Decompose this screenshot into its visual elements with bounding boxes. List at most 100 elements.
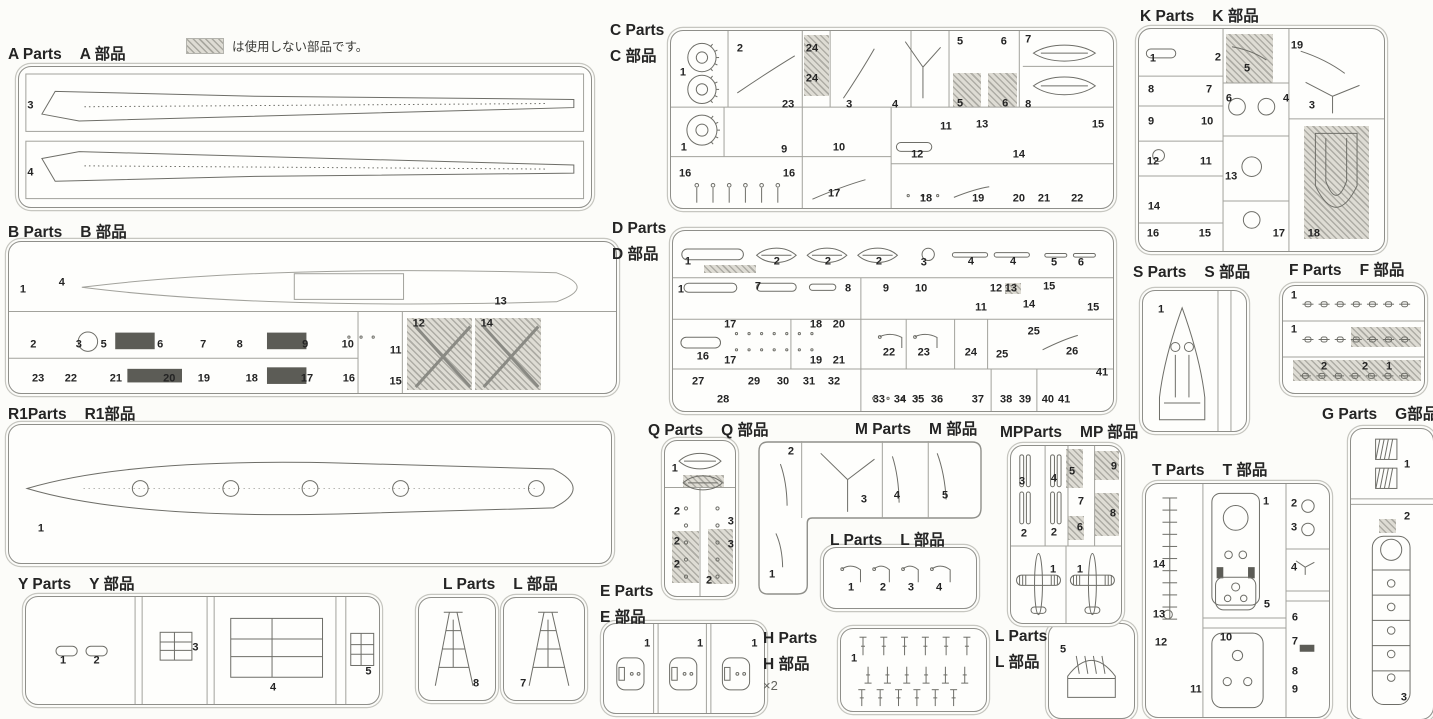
label-en: Q Parts [648,422,704,439]
part-number: 18 [245,372,258,385]
part-number: 22 [64,372,78,385]
part-number: 2 [673,558,680,571]
part-number: 10 [1219,631,1233,644]
label-jp: R1部品 [84,406,136,423]
part-number: 8 [1109,507,1117,520]
part-number: 8 [236,338,243,351]
part-number: 1 [751,637,758,650]
section-l-mast-box-7: 7 [503,597,585,701]
label-jp: S 部品 [1204,264,1251,281]
part-number: 15 [1091,118,1105,131]
part-number: 20 [1012,192,1025,205]
unused-part-area [1067,515,1084,540]
part-number: 36 [930,393,944,406]
part-number: 13 [494,295,507,308]
part-number: 12 [1146,155,1160,168]
part-number: 23 [782,98,795,111]
part-number: 2 [30,338,37,351]
part-number: 1 [1290,323,1298,336]
part-number: 2 [673,535,680,548]
part-number: 17 [827,187,841,200]
part-number: 5 [365,665,372,678]
label-en: B Parts [8,224,63,241]
part-number: 5 [957,97,964,110]
part-number: 1 [677,283,684,296]
part-number: 31 [802,375,816,388]
label-jp: E 部品 [600,609,646,626]
part-number: 1 [684,255,692,268]
part-number: 2 [875,255,882,268]
section-s-box: 1 [1142,290,1247,432]
part-number: 17 [300,372,314,385]
unused-hatch-swatch [186,37,224,54]
part-number: 7 [754,280,761,293]
part-number: 3 [27,99,34,112]
part-number: 7 [1077,495,1085,508]
part-number: 14 [1012,148,1025,161]
part-number: 9 [1291,683,1299,696]
part-number: 3 [192,641,199,654]
part-number: 6 [1291,611,1299,624]
part-number: 8 [1291,665,1299,678]
part-number: 19 [1290,39,1304,52]
part-number: 4 [270,681,277,694]
part-number: 2 [773,255,780,268]
part-number: 5 [100,338,107,351]
unused-part-area [703,265,756,274]
part-number: 4 [892,98,899,111]
unused-part-area [475,317,541,390]
label-jp: D 部品 [612,246,659,263]
part-number: 1 [847,581,855,594]
unused-part-area [952,73,982,108]
part-number: 7 [520,677,527,690]
part-number: 41 [1095,366,1109,379]
label-jp: C 部品 [610,48,657,65]
multiplier-label: ×2 [763,678,778,693]
part-number: 15 [389,375,402,388]
label-en: MPParts [1000,424,1063,441]
part-number: 11 [975,301,987,314]
label-en: T Parts [1152,462,1205,479]
part-number: 17 [724,318,737,331]
part-number: 5 [1243,62,1251,75]
unused-part-area [804,34,829,97]
part-number: 14 [1147,200,1161,213]
label-jp: F 部品 [1359,262,1405,279]
part-number: 1 [696,637,704,650]
part-number: 1 [850,652,858,665]
part-number: 2 [1361,360,1369,373]
part-number: 8 [1147,83,1155,96]
part-number: 1 [1149,52,1157,65]
part-number: 4 [27,166,34,179]
part-number: 4 [1050,472,1057,485]
part-number: 16 [342,372,356,385]
unused-part-area [1225,34,1273,83]
part-number: 5 [957,35,964,48]
part-number: 20 [163,372,176,385]
unused-part-area [1378,518,1396,533]
part-number: 1 [769,568,776,581]
label-jp: L 部品 [995,654,1040,671]
part-number: 1 [1157,303,1165,316]
part-number: 19 [809,354,823,367]
part-number: 7 [1291,635,1299,648]
part-number: 13 [1004,282,1018,295]
part-number: 4 [967,255,974,268]
unused-part-area [1005,283,1022,294]
